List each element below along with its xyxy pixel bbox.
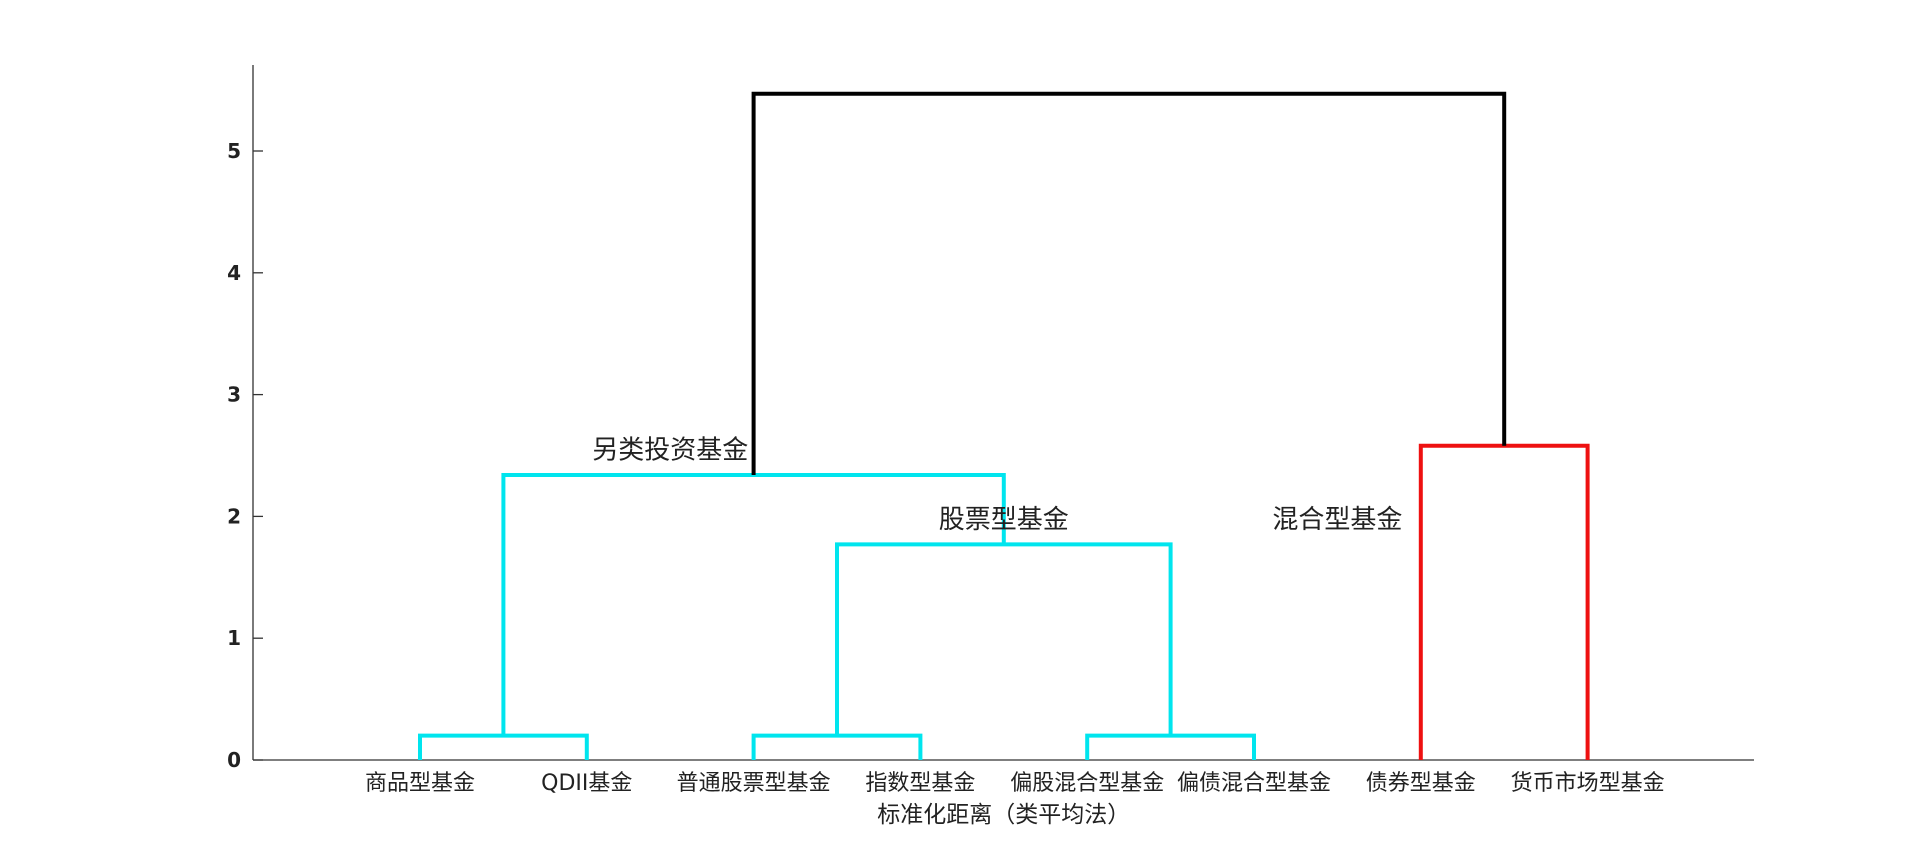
y-tick-label: 5 <box>227 139 241 163</box>
leaf-label: 偏股混合型基金 <box>1010 771 1164 796</box>
dendrogram-links <box>418 91 1590 760</box>
leaf-label: 偏债混合型基金 <box>1177 771 1331 796</box>
x-axis-label: 标准化距离（类平均法） <box>877 802 1130 828</box>
leaf-label: 货币市场型基金 <box>1511 771 1665 796</box>
cluster-annotation: 另类投资基金 <box>592 435 748 465</box>
dendrogram-link <box>751 733 923 760</box>
leaf-label: 商品型基金 <box>365 771 475 796</box>
dendrogram-link <box>1418 443 1590 760</box>
y-tick-label: 2 <box>227 504 241 528</box>
leaf-labels: 商品型基金 QDII基金 普通股票型基金 指数型基金 偏股混合型基金偏债混合型基金 债券型… <box>365 771 1665 796</box>
leaf-label: 普通股票型基金 <box>677 771 831 796</box>
y-tick-label: 3 <box>227 383 241 407</box>
cluster-annotation: 股票型基金 <box>939 505 1069 535</box>
axes: 0 1 2 3 4 5 <box>227 65 1754 772</box>
dendrogram-link <box>501 472 1006 736</box>
y-tick-label: 1 <box>227 626 241 650</box>
leaf-label: 指数型基金 <box>865 771 975 796</box>
cluster-annotation: 混合型基金 <box>1272 505 1402 535</box>
leaf-label: QDII基金 <box>541 771 632 796</box>
dendrogram-link <box>1085 733 1256 760</box>
dendrogram-link <box>751 91 1507 475</box>
y-tick-label: 0 <box>227 748 241 772</box>
dendrogram-link <box>418 733 589 760</box>
dendrogram-link <box>835 542 1173 736</box>
leaf-label: 债券型基金 <box>1366 771 1476 796</box>
y-tick-label: 4 <box>227 261 241 285</box>
